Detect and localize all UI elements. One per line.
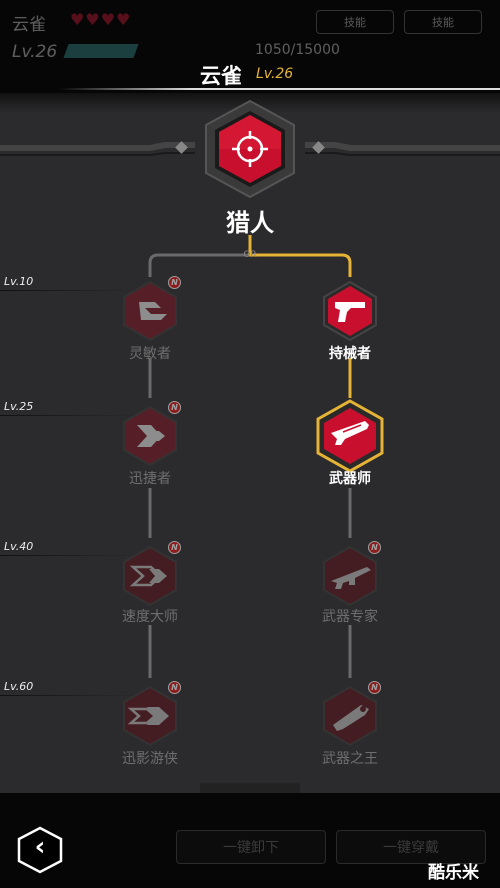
new-badge: N: [168, 276, 181, 289]
node-armed[interactable]: [321, 280, 379, 342]
bg-button-1: 技能: [316, 10, 394, 34]
node-swift[interactable]: N: [121, 401, 181, 467]
back-button[interactable]: ‹: [16, 826, 64, 874]
bg-hearts-icon: ♥♥♥♥: [70, 10, 132, 29]
back-frame: [17, 826, 63, 874]
unequip-all-button[interactable]: 一键卸下: [176, 830, 326, 864]
cannon-icon: [323, 685, 377, 747]
node-label-weapon-expert: 武器专家: [322, 609, 378, 625]
character-name: 云雀: [200, 64, 242, 88]
shotgun-icon: [316, 399, 384, 473]
node-label-weapon-master: 武器师: [329, 471, 371, 487]
new-badge: N: [368, 681, 381, 694]
node-label-armed: 持械者: [329, 346, 371, 362]
rifle-icon: [323, 545, 377, 607]
node-weapon-master-selected[interactable]: [315, 399, 385, 473]
new-badge: N: [168, 541, 181, 554]
node-label-swift: 迅捷者: [129, 471, 171, 487]
dialog-header: 云雀 Lv.26: [0, 55, 500, 93]
node-label-speed-master: 速度大师: [122, 609, 178, 625]
speed-chevron-icon: [123, 545, 177, 607]
character-level: Lv.26: [256, 66, 294, 82]
equip-all-button[interactable]: 一键穿戴: [336, 830, 486, 864]
shadow-chevron-icon: [123, 685, 177, 747]
node-weapon-expert[interactable]: N: [321, 541, 381, 607]
node-speed-master[interactable]: N: [121, 541, 181, 607]
level-marker-25: Lv.25: [0, 398, 140, 416]
node-label-weapon-king: 武器之王: [322, 751, 378, 767]
bg-character-name: 云雀: [12, 15, 46, 35]
new-badge: N: [168, 401, 181, 414]
bg-exp: 1050/15000: [255, 42, 340, 58]
level-marker-60: Lv.60: [0, 678, 140, 696]
background-hud: 云雀 ♥♥♥♥ 技能 技能 Lv.26 1050/15000: [0, 0, 500, 62]
node-label-shadow-ranger: 迅影游侠: [122, 751, 178, 767]
crosshair-icon: [205, 99, 295, 199]
header-divider: [60, 88, 500, 90]
node-label-agile: 灵敏者: [129, 346, 171, 362]
root-class-node[interactable]: [202, 99, 298, 199]
new-badge: N: [168, 681, 181, 694]
level-marker-10: Lv.10: [0, 273, 140, 291]
bg-level: Lv.26: [12, 42, 58, 62]
bg-button-2: 技能: [404, 10, 482, 34]
double-chevron-icon: [123, 405, 177, 467]
class-tree-panel: Lv.10 Lv.25 Lv.40 Lv.60 猎人 OR: [0, 93, 500, 793]
new-badge: N: [368, 541, 381, 554]
class-title: 猎人: [226, 209, 274, 237]
node-agile[interactable]: N: [121, 276, 181, 342]
or-label: OR: [243, 250, 257, 260]
node-shadow-ranger[interactable]: N: [121, 681, 181, 747]
node-weapon-king[interactable]: N: [321, 681, 381, 747]
pistol-icon: [323, 280, 377, 342]
tree-connectors: [0, 141, 500, 793]
agility-icon: [123, 280, 177, 342]
level-marker-40: Lv.40: [0, 538, 140, 556]
chevron-left-icon: ‹: [34, 832, 46, 862]
watermark-logo: 酷乐米: [428, 863, 479, 883]
